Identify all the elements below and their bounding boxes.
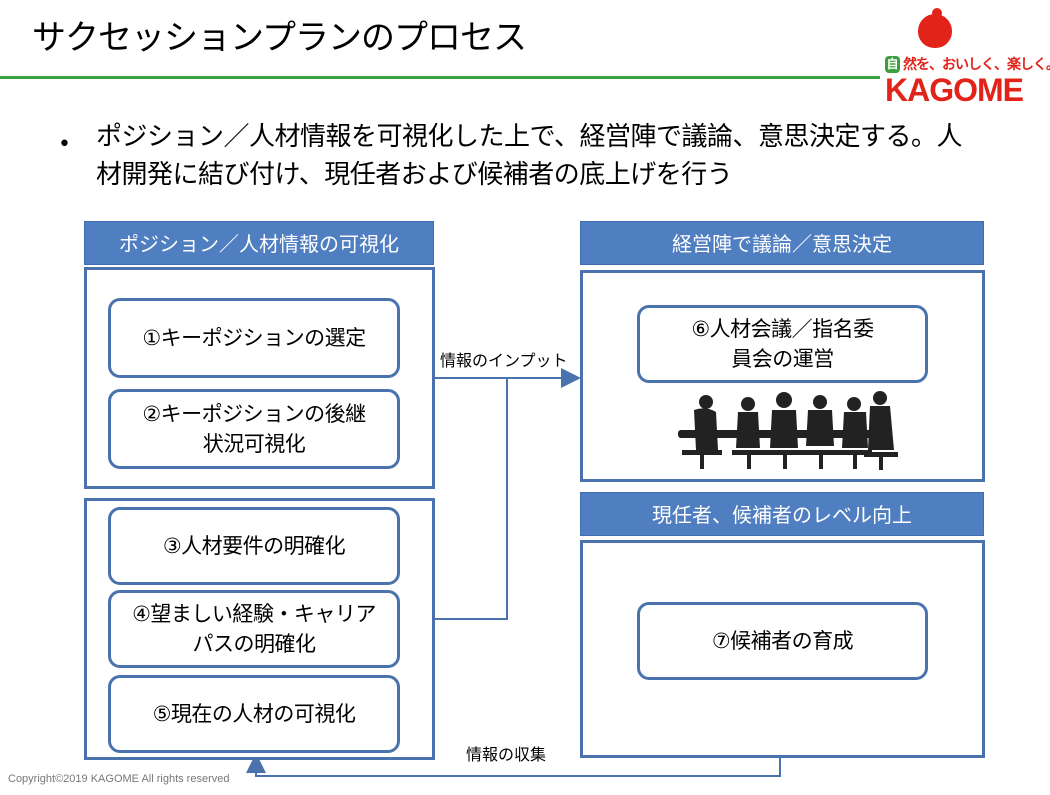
item-line: 状況可視化 <box>202 432 306 456</box>
item-candidate-development[interactable]: ⑦候補者の育成 <box>637 602 928 680</box>
item-talent-meeting[interactable]: ⑥人材会議／指名委 員会の運営 <box>637 305 928 383</box>
meeting-silhouette-icon <box>678 391 898 470</box>
item-line: ⑥人材会議／指名委 <box>691 317 874 341</box>
item-line: ⑤現在の人材の可視化 <box>152 702 356 726</box>
item-succession-status[interactable]: ②キーポジションの後継 状況可視化 <box>108 389 400 469</box>
bullet-text: ポジション／人材情報を可視化した上で、経営陣で議論、意思決定する。人材開発に結び… <box>96 122 962 190</box>
item-line: ②キーポジションの後継 <box>142 402 366 426</box>
item-current-talent[interactable]: ⑤現在の人材の可視化 <box>108 675 400 753</box>
tomato-icon <box>918 8 952 48</box>
item-line: ⑦候補者の育成 <box>711 629 854 653</box>
item-talent-requirements[interactable]: ③人材要件の明確化 <box>108 507 400 585</box>
left-header: ポジション／人材情報の可視化 <box>84 221 434 265</box>
input-label: 情報のインプット <box>440 351 568 370</box>
logo-wordmark: KAGOME <box>885 72 1024 108</box>
item-career-path[interactable]: ④望ましい経験・キャリア パスの明確化 <box>108 590 400 668</box>
logo-mark: 自 <box>885 56 900 73</box>
slide-title: サクセッションプランのプロセス <box>32 18 527 58</box>
right-header-top: 経営陣で議論／意思決定 <box>580 221 984 265</box>
logo-slogan: 然を、おいしく、楽しく。 <box>903 57 1050 73</box>
copyright-text: Copyright©2019 KAGOME All rights reserve… <box>8 773 230 785</box>
kagome-logo: 自 然を、おいしく、楽しく。 KAGOME <box>873 8 1050 114</box>
item-line: ③人材要件の明確化 <box>162 534 346 558</box>
bullet-icon: • <box>58 132 71 157</box>
item-line: 員会の運営 <box>731 347 834 371</box>
item-line: ①キーポジションの選定 <box>142 326 366 350</box>
title-rule <box>0 76 880 79</box>
collect-label: 情報の収集 <box>466 745 547 764</box>
right-header-bottom: 現任者、候補者のレベル向上 <box>580 492 984 536</box>
input-join-line <box>435 378 508 620</box>
item-line: ④望ましい経験・キャリア <box>132 602 376 626</box>
item-line: パスの明確化 <box>192 632 316 656</box>
item-key-position-selection[interactable]: ①キーポジションの選定 <box>108 298 400 378</box>
